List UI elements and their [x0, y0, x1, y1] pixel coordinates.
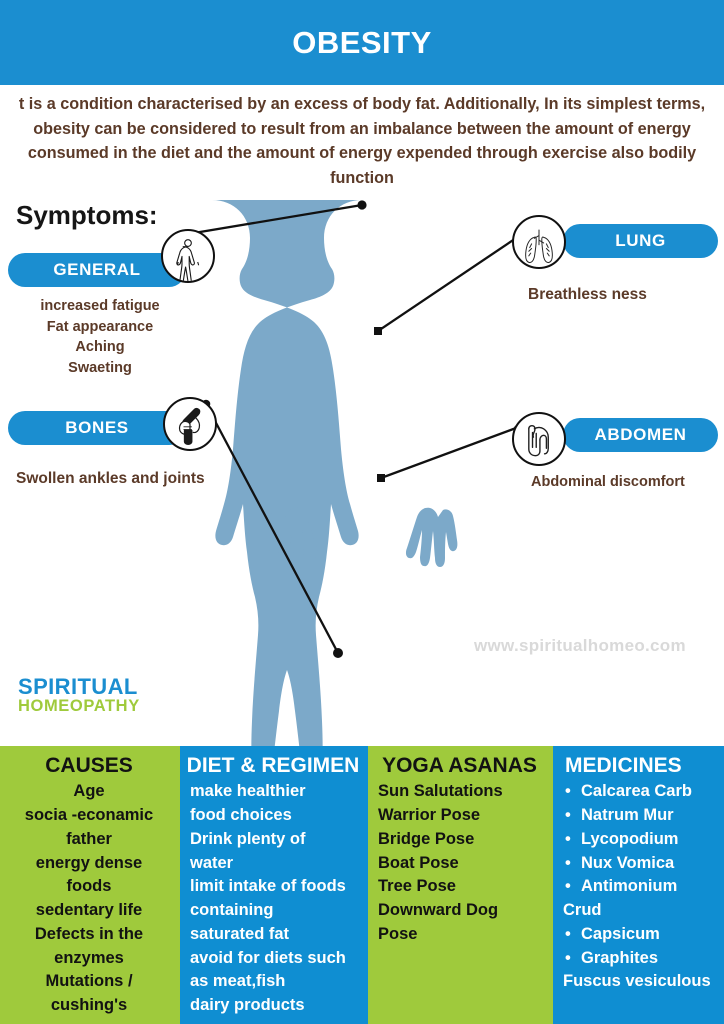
list-item: make healthier	[190, 782, 306, 801]
symptom-lung-description: Breathless ness	[528, 286, 647, 303]
list-item: sedentary life	[35, 901, 143, 920]
symptom-pill-bones-label: BONES	[65, 418, 129, 437]
intestine-icon	[512, 412, 566, 466]
panel-medicines-title: MEDICINES	[565, 754, 682, 777]
list-item: avoid for diets such	[190, 948, 346, 967]
symptom-pill-abdomen[interactable]: ABDOMEN	[563, 418, 718, 452]
list-item: Drink plenty of	[190, 829, 306, 848]
list-item: Lycopodium	[557, 828, 720, 852]
panel-causes-title: CAUSES	[45, 754, 133, 777]
list-item: Bridge Pose	[378, 829, 475, 848]
symptom-pill-bones[interactable]: BONES	[8, 411, 186, 445]
brand-logo[interactable]: SPIRITUAL HOMEOPATHY	[18, 674, 140, 716]
list-item: Age	[73, 782, 105, 801]
panel-yoga-asanas-list: Sun Salutations Warrior Pose Bridge Pose…	[372, 780, 547, 946]
website-watermark: www.spiritualhomeo.com	[474, 636, 686, 655]
panel-diet-regimen-title: DIET & REGIMEN	[186, 754, 360, 777]
list-item: foods	[66, 877, 112, 896]
info-panels: CAUSES Age socia -econamic father energy…	[0, 746, 724, 1024]
list-item: Warrior Pose	[378, 806, 481, 825]
page-header: OBESITY	[0, 0, 724, 85]
list-item: enzymes	[54, 948, 124, 967]
list-item: Antimonium	[557, 875, 720, 899]
connector-general	[187, 203, 363, 236]
panel-diet-regimen-list: make healthier food choices Drink plenty…	[184, 780, 362, 1018]
panel-yoga-asanas-title: YOGA ASANAS	[382, 754, 537, 777]
panel-diet-regimen: DIET & REGIMEN make healthier food choic…	[178, 746, 366, 1024]
list-item: Boat Pose	[378, 853, 459, 872]
symptom-pill-general[interactable]: GENERAL	[8, 253, 186, 287]
panel-causes-list: Age socia -econamic father energy dense …	[4, 780, 174, 1018]
list-item: Defects in the	[34, 924, 144, 943]
symptom-general-description: increased fatigue Fat appearance Aching …	[10, 296, 190, 378]
symptom-pill-lung[interactable]: LUNG	[563, 224, 718, 258]
list-item: socia -econamic	[24, 806, 154, 825]
list-item: Mutations /	[45, 972, 133, 991]
connector-bones	[204, 403, 340, 654]
intro-paragraph: t is a condition characterised by an exc…	[18, 95, 706, 187]
symptom-general-line: increased fatigue Fat appearance Aching …	[40, 298, 160, 376]
list-item: containing	[190, 901, 274, 920]
list-item: Sun Salutations	[378, 782, 503, 801]
lungs-icon	[512, 215, 566, 269]
list-item: Natrum Mur	[557, 804, 720, 828]
symptom-pill-lung-label: LUNG	[615, 231, 666, 250]
list-item: Downward Dog	[378, 901, 499, 920]
panel-yoga-asanas: YOGA ASANAS Sun Salutations Warrior Pose…	[366, 746, 551, 1024]
list-item: father	[66, 829, 112, 848]
panel-medicines: MEDICINES Calcarea Carb Natrum Mur Lycop…	[551, 746, 724, 1024]
list-item: as meat,fish	[190, 972, 286, 991]
connector-abdomen	[380, 426, 517, 480]
list-item: saturated fat	[190, 924, 290, 943]
list-item: energy dense	[35, 853, 143, 872]
human-body-icon	[161, 229, 215, 283]
list-item: water	[190, 853, 234, 872]
brand-logo-line2: HOMEOPATHY	[18, 697, 140, 716]
panel-causes: CAUSES Age socia -econamic father energy…	[0, 746, 178, 1024]
list-item: Calcarea Carb	[557, 780, 720, 804]
list-item: cushing's	[50, 996, 128, 1015]
list-item: limit intake of foods	[190, 877, 346, 896]
list-item: dairy products	[190, 996, 305, 1015]
list-item: Fuscus vesiculous	[563, 972, 711, 991]
brand-logo-line1: SPIRITUAL	[18, 674, 138, 699]
symptom-abdomen-description: Abdominal discomfort	[531, 474, 685, 490]
connector-endpoints	[183, 200, 545, 658]
connector-lines	[187, 203, 541, 654]
list-item: Pose	[378, 924, 418, 943]
knee-joint-icon	[163, 397, 217, 451]
list-item: Capsicum	[557, 923, 720, 947]
symptom-pill-abdomen-label: ABDOMEN	[594, 425, 687, 444]
list-item: Crud	[563, 901, 602, 920]
symptom-pill-general-label: GENERAL	[53, 260, 141, 279]
list-item: Nux Vomica	[557, 852, 720, 876]
symptoms-heading: Symptoms:	[16, 200, 158, 230]
list-item: Graphites	[557, 947, 720, 971]
panel-medicines-list: Calcarea Carb Natrum Mur Lycopodium Nux …	[557, 780, 720, 994]
page-title: OBESITY	[292, 24, 432, 60]
list-item: Tree Pose	[378, 877, 456, 896]
list-item: food choices	[190, 806, 292, 825]
symptom-bones-description: Swollen ankles and joints	[16, 470, 205, 487]
